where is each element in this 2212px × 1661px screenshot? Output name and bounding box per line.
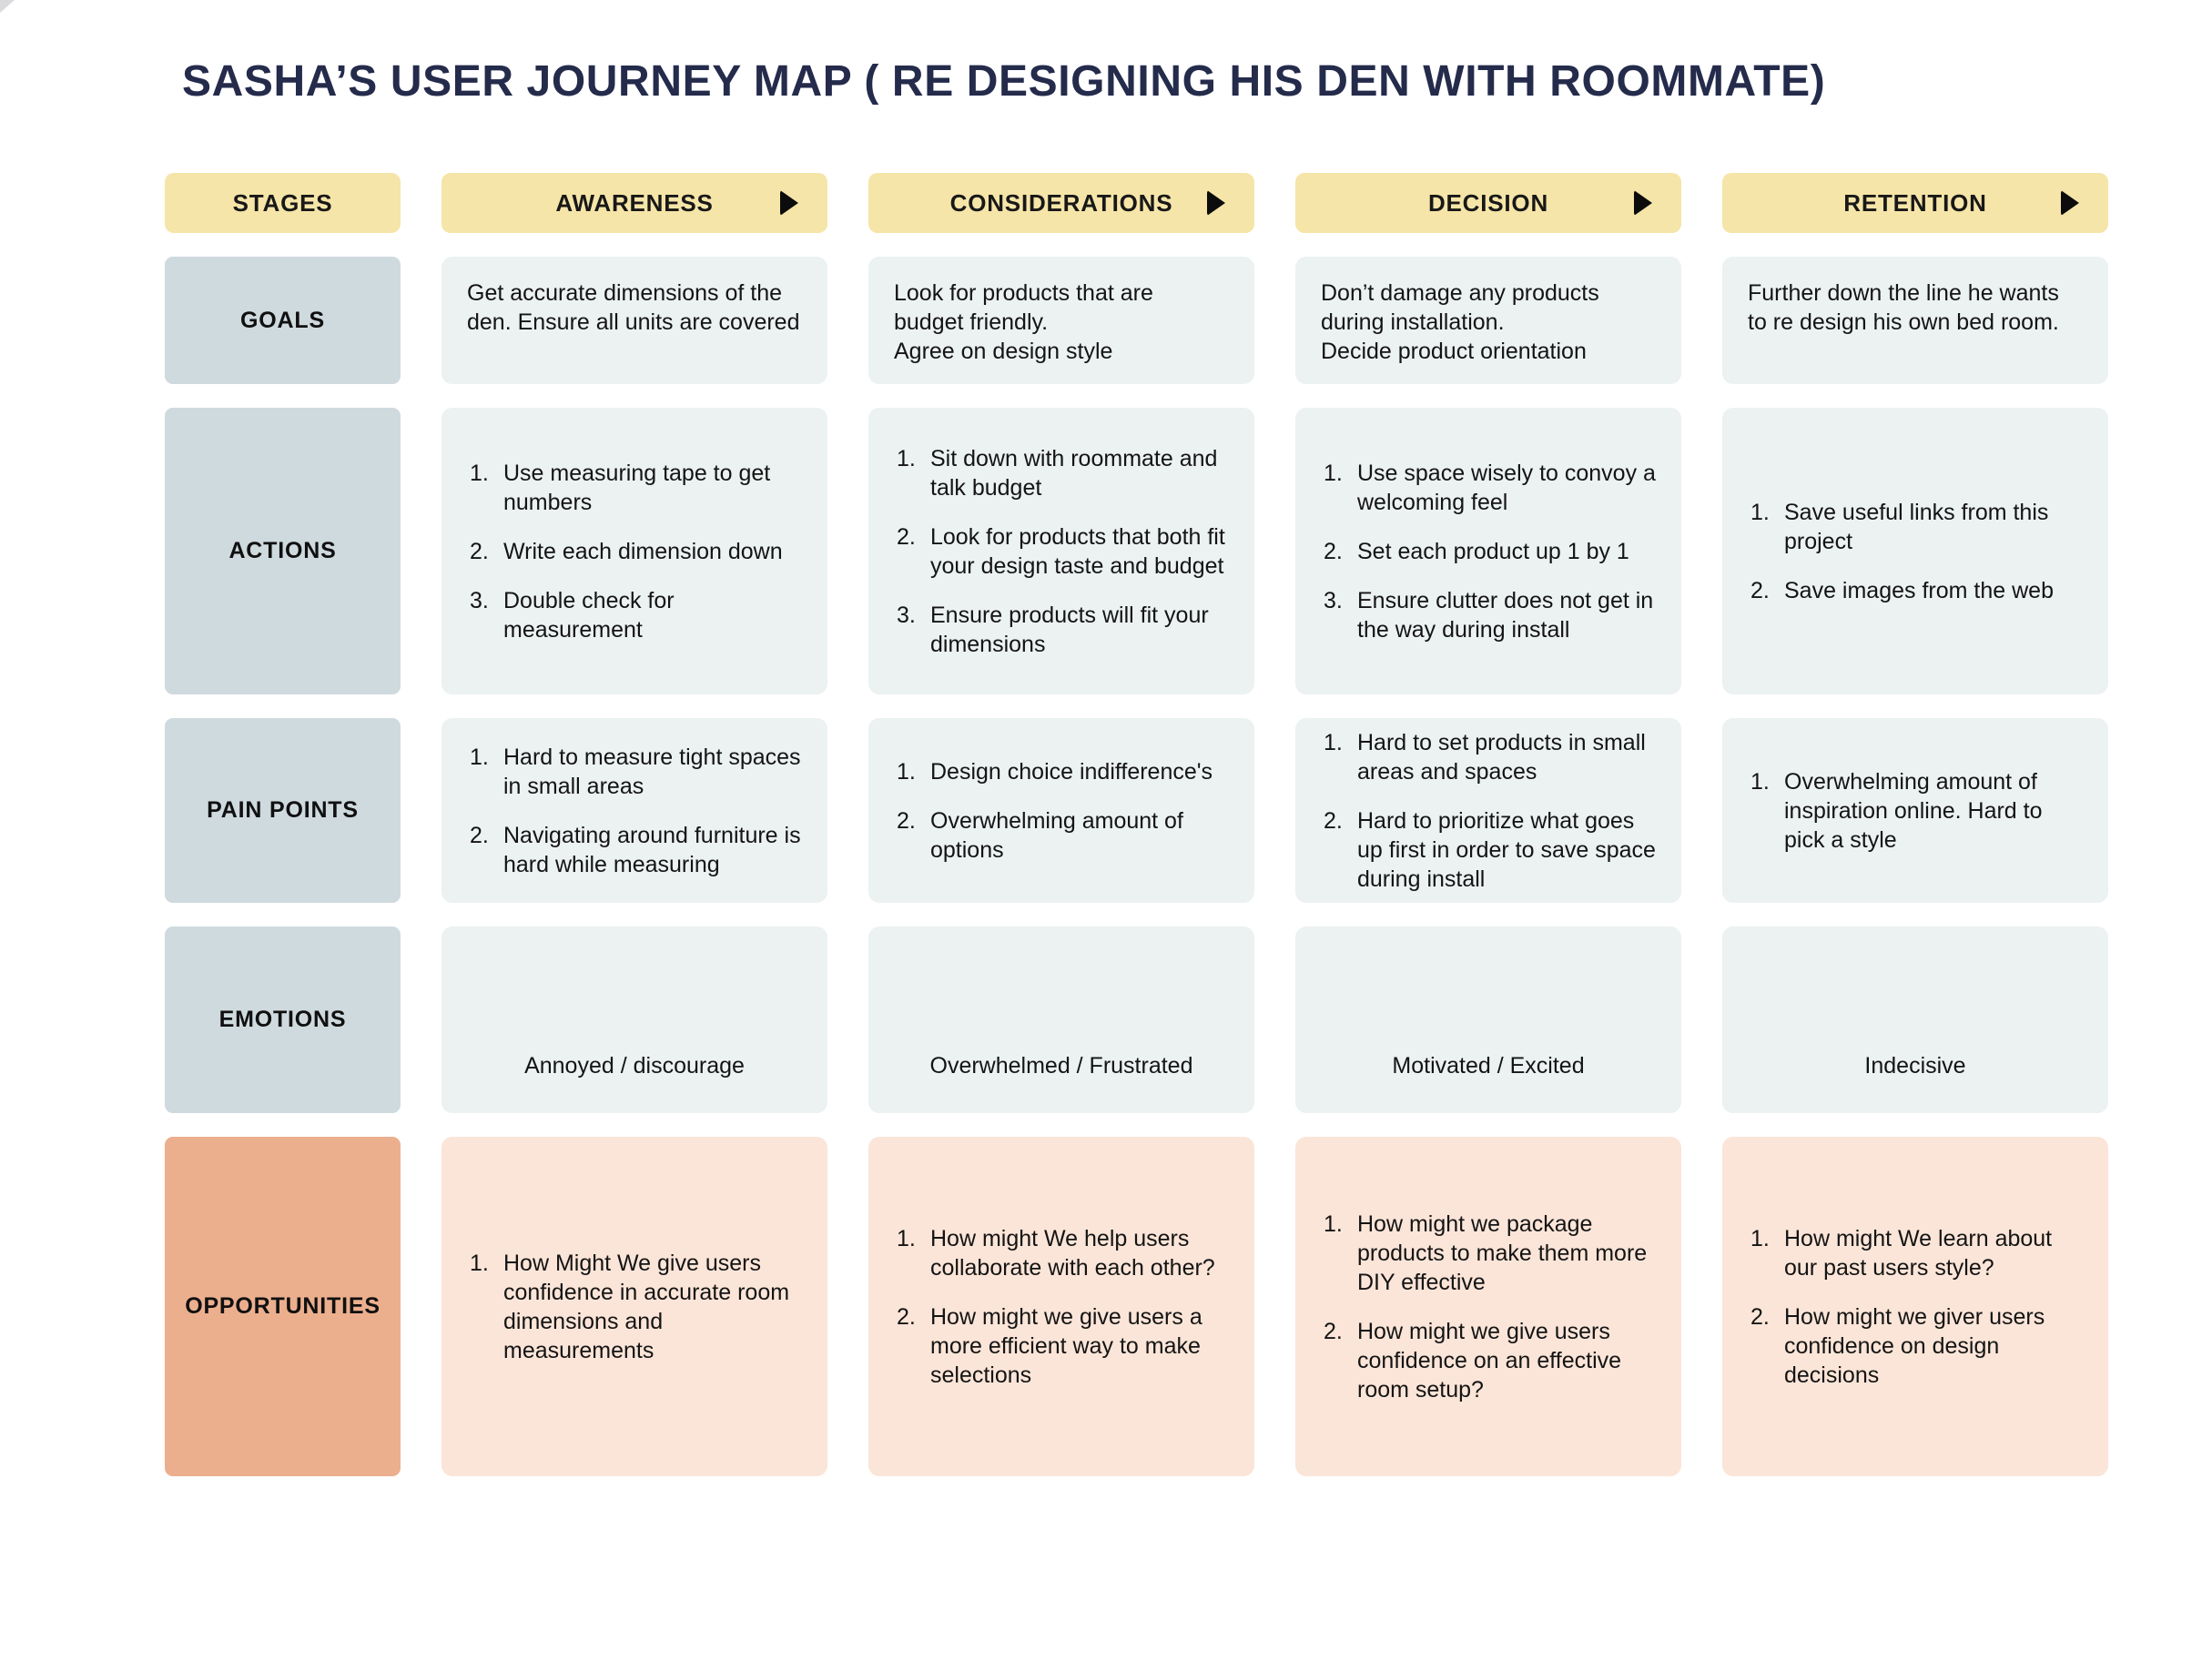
emotion-text: Overwhelmed / Frustrated [929,1053,1193,1079]
cell-pain-retention: Overwhelming amount of inspiration onlin… [1722,718,2108,903]
emotion-text: Annoyed / discourage [524,1053,745,1079]
list-item: How might we package products to make th… [1324,1210,1648,1295]
list-item: Save useful links from this project [1750,498,2049,554]
cell-text-line: Don’t damage any products during install… [1321,280,1599,335]
row-label-emotions: EMOTIONS [165,927,401,1113]
list-item: Design choice indifference's [897,757,1213,786]
cell-actions-considerations: Sit down with roommate and talk budget L… [868,408,1254,694]
list-item: Save images from the web [1750,576,2054,605]
list-item: How might we give users a more efficient… [897,1302,1202,1388]
list-item: Write each dimension down [470,537,783,566]
numbered-list: How might we package products to make th… [1321,1210,1656,1404]
cell-text-line: Decide product orientation [1321,339,1587,364]
emotion-text: Indecisive [1864,1053,1966,1079]
header-awareness-label: AWARENESS [555,188,714,217]
play-arrow-icon[interactable] [2061,190,2079,216]
header-retention[interactable]: RETENTION [1722,173,2108,233]
row-label-goals: GOALS [165,257,401,384]
cell-opportunities-decision: How might we package products to make th… [1295,1137,1681,1476]
numbered-list: Use space wisely to convoy a welcoming f… [1321,459,1656,644]
cell-opportunities-retention: How might We learn about our past users … [1722,1137,2108,1476]
list-item: Ensure products will fit your dimensions [897,601,1209,657]
cell-text-line: Look for products that are budget friend… [894,280,1153,335]
cell-goals-decision: Don’t damage any products during install… [1295,257,1681,384]
numbered-list: How might We help users collaborate with… [894,1224,1229,1390]
play-arrow-icon[interactable] [1207,190,1225,216]
list-item: How might We help users collaborate with… [897,1224,1215,1281]
header-decision[interactable]: DECISION [1295,173,1681,233]
cell-emotions-awareness: Annoyed / discourage [441,927,827,1113]
cell-actions-decision: Use space wisely to convoy a welcoming f… [1295,408,1681,694]
numbered-list: Use measuring tape to get numbers Write … [467,459,802,644]
cell-emotions-retention: Indecisive [1722,927,2108,1113]
cell-emotions-decision: Motivated / Excited [1295,927,1681,1113]
cell-goals-considerations: Look for products that are budget friend… [868,257,1254,384]
numbered-list: How might We learn about our past users … [1748,1224,2083,1390]
header-stages-label: STAGES [232,188,333,217]
list-item: Look for products that both fit your des… [897,522,1225,579]
cell-text: Get accurate dimensions of the den. Ensu… [467,280,800,335]
list-item: How might We learn about our past users … [1750,1224,2053,1281]
play-arrow-icon[interactable] [1634,190,1652,216]
cell-pain-decision: Hard to set products in small areas and … [1295,718,1681,903]
list-item: Hard to set products in small areas and … [1324,728,1646,785]
list-item: Use space wisely to convoy a welcoming f… [1324,459,1656,515]
list-item: Use measuring tape to get numbers [470,459,771,515]
numbered-list: Save useful links from this project Save… [1748,498,2083,605]
list-item: Overwhelming amount of options [897,806,1183,863]
list-item: Ensure clutter does not get in the way d… [1324,586,1654,643]
numbered-list: How Might We give users confidence in ac… [467,1249,802,1365]
header-retention-label: RETENTION [1843,188,1987,217]
cell-pain-considerations: Design choice indifference's Overwhelmin… [868,718,1254,903]
cell-text-line: Agree on design style [894,339,1113,364]
list-item: How might we give users confidence on an… [1324,1317,1622,1403]
numbered-list: Design choice indifference's Overwhelmin… [894,757,1229,865]
header-decision-label: DECISION [1427,188,1549,217]
list-item: Double check for measurement [470,586,675,643]
row-label-opportunities: OPPORTUNITIES [165,1137,401,1476]
list-item: Sit down with roommate and talk budget [897,444,1218,501]
cell-opportunities-considerations: How might We help users collaborate with… [868,1137,1254,1476]
cell-goals-awareness: Get accurate dimensions of the den. Ensu… [441,257,827,384]
corner-artifact [0,0,15,13]
journey-map-grid: STAGES AWARENESS CONSIDERATIONS DECISION… [165,173,2108,1476]
cell-emotions-considerations: Overwhelmed / Frustrated [868,927,1254,1113]
list-item: Overwhelming amount of inspiration onlin… [1750,767,2043,853]
cell-actions-retention: Save useful links from this project Save… [1722,408,2108,694]
play-arrow-icon[interactable] [780,190,798,216]
page-title: SASHA’S USER JOURNEY MAP ( RE DESIGNING … [182,57,1826,106]
row-label-actions: ACTIONS [165,408,401,694]
list-item: Hard to prioritize what goes up first in… [1324,806,1656,892]
numbered-list: Hard to measure tight spaces in small ar… [467,743,802,879]
cell-goals-retention: Further down the line he wants to re des… [1722,257,2108,384]
cell-text: Further down the line he wants to re des… [1748,280,2059,335]
cell-opportunities-awareness: How Might We give users confidence in ac… [441,1137,827,1476]
header-considerations[interactable]: CONSIDERATIONS [868,173,1254,233]
list-item: Navigating around furniture is hard whil… [470,821,801,877]
numbered-list: Overwhelming amount of inspiration onlin… [1748,767,2083,855]
row-label-pain-points: PAIN POINTS [165,718,401,903]
header-awareness[interactable]: AWARENESS [441,173,827,233]
header-considerations-label: CONSIDERATIONS [949,188,1173,217]
list-item: How might we giver users confidence on d… [1750,1302,2045,1388]
cell-actions-awareness: Use measuring tape to get numbers Write … [441,408,827,694]
list-item: How Might We give users confidence in ac… [470,1249,790,1363]
list-item: Hard to measure tight spaces in small ar… [470,743,801,799]
numbered-list: Hard to set products in small areas and … [1321,728,1656,894]
emotion-text: Motivated / Excited [1392,1053,1585,1079]
header-stages: STAGES [165,173,401,233]
numbered-list: Sit down with roommate and talk budget L… [894,444,1229,659]
cell-pain-awareness: Hard to measure tight spaces in small ar… [441,718,827,903]
list-item: Set each product up 1 by 1 [1324,537,1629,566]
